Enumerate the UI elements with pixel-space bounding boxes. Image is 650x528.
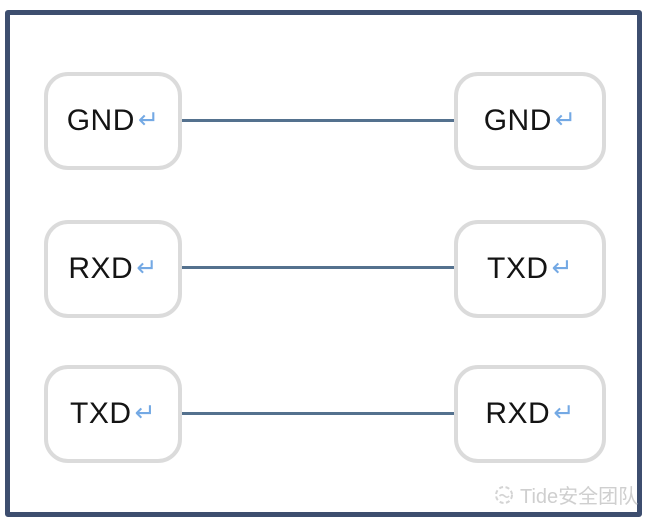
enter-arrow-icon: ↵ <box>136 252 158 282</box>
left-pin-txd: TXD ↵ <box>44 365 182 463</box>
enter-arrow-icon: ↵ <box>553 397 575 427</box>
enter-arrow-icon: ↵ <box>551 252 573 282</box>
tide-logo-icon <box>495 485 513 504</box>
pin-label: TXD <box>487 252 549 285</box>
right-pin-txd: TXD ↵ <box>454 220 606 318</box>
left-pin-gnd: GND ↵ <box>44 72 182 170</box>
pin-label: GND <box>483 104 552 137</box>
pin-label: GND <box>66 104 135 137</box>
left-pin-rxd: RXD ↵ <box>44 220 182 318</box>
pin-label: TXD <box>70 397 132 430</box>
right-pin-rxd: RXD ↵ <box>454 365 606 463</box>
enter-arrow-icon: ↵ <box>137 104 160 134</box>
enter-arrow-icon: ↵ <box>554 104 577 134</box>
wire-rxd-txd <box>182 266 454 269</box>
enter-arrow-icon: ↵ <box>134 397 156 427</box>
wire-txd-rxd <box>182 412 454 415</box>
right-pin-gnd: GND ↵ <box>454 72 606 170</box>
pin-label: RXD <box>485 397 551 430</box>
watermark-text: Tide安全团队 <box>520 486 639 508</box>
wire-gnd-gnd <box>182 119 454 122</box>
watermark: Tide安全团队 <box>494 480 638 509</box>
diagram-frame <box>5 10 642 517</box>
pin-label: RXD <box>68 252 134 285</box>
